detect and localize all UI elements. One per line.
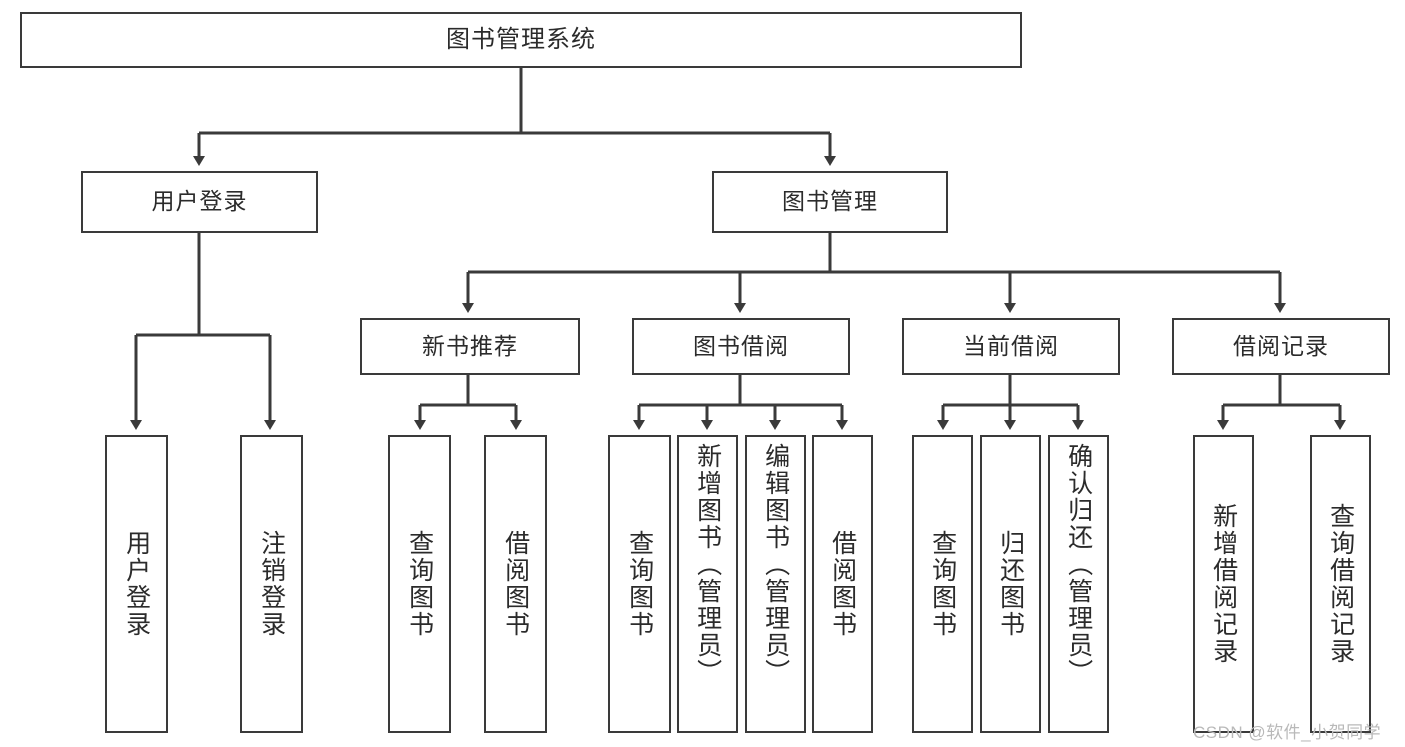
node-book-management[interactable]: 图书管理: [712, 171, 948, 233]
leaf-current-return-book[interactable]: 归还图书: [980, 435, 1041, 733]
node-label: 编辑图书（管理员）: [761, 443, 790, 686]
node-root-system[interactable]: 图书管理系统: [20, 12, 1022, 68]
node-label: 图书管理系统: [446, 25, 596, 53]
node-label: 查询图书: [405, 530, 434, 638]
node-label: 图书管理: [782, 188, 878, 215]
node-label: 查询图书: [928, 530, 957, 638]
node-borrow-record[interactable]: 借阅记录: [1172, 318, 1390, 375]
leaf-borrow-borrow-book[interactable]: 借阅图书: [812, 435, 873, 733]
node-label: 用户登录: [151, 188, 248, 215]
node-label: 借阅图书: [501, 530, 530, 638]
node-label: 查询借阅记录: [1326, 503, 1355, 665]
leaf-borrow-query-book[interactable]: 查询图书: [608, 435, 671, 733]
node-label: 用户登录: [122, 530, 151, 638]
node-user-login[interactable]: 用户登录: [81, 171, 318, 233]
node-label: 借阅记录: [1233, 332, 1329, 359]
node-label: 确认归还（管理员）: [1064, 443, 1093, 686]
leaf-current-query-book[interactable]: 查询图书: [912, 435, 973, 733]
leaf-current-confirm-return[interactable]: 确认归还（管理员）: [1048, 435, 1109, 733]
node-label: 新书推荐: [422, 332, 518, 359]
leaf-record-query-record[interactable]: 查询借阅记录: [1310, 435, 1371, 733]
node-label: 归还图书: [996, 530, 1025, 638]
node-label: 新增借阅记录: [1209, 503, 1238, 665]
leaf-record-add-record[interactable]: 新增借阅记录: [1193, 435, 1254, 733]
leaf-user-logout[interactable]: 注销登录: [240, 435, 303, 733]
node-label: 当前借阅: [963, 332, 1059, 359]
csdn-watermark: CSDN @软件_小贺同学: [1193, 723, 1382, 742]
node-label: 图书借阅: [693, 332, 789, 359]
node-label: 借阅图书: [828, 530, 857, 638]
node-label: 注销登录: [257, 530, 286, 638]
node-current-borrow[interactable]: 当前借阅: [902, 318, 1120, 375]
node-new-book-recommend[interactable]: 新书推荐: [360, 318, 580, 375]
node-book-borrow[interactable]: 图书借阅: [632, 318, 850, 375]
leaf-newbook-query-book[interactable]: 查询图书: [388, 435, 451, 733]
leaf-user-login[interactable]: 用户登录: [105, 435, 168, 733]
leaf-borrow-add-book[interactable]: 新增图书（管理员）: [677, 435, 738, 733]
leaf-borrow-edit-book[interactable]: 编辑图书（管理员）: [745, 435, 806, 733]
node-label: 新增图书（管理员）: [693, 443, 722, 686]
node-label: 查询图书: [625, 530, 654, 638]
leaf-newbook-borrow-book[interactable]: 借阅图书: [484, 435, 547, 733]
